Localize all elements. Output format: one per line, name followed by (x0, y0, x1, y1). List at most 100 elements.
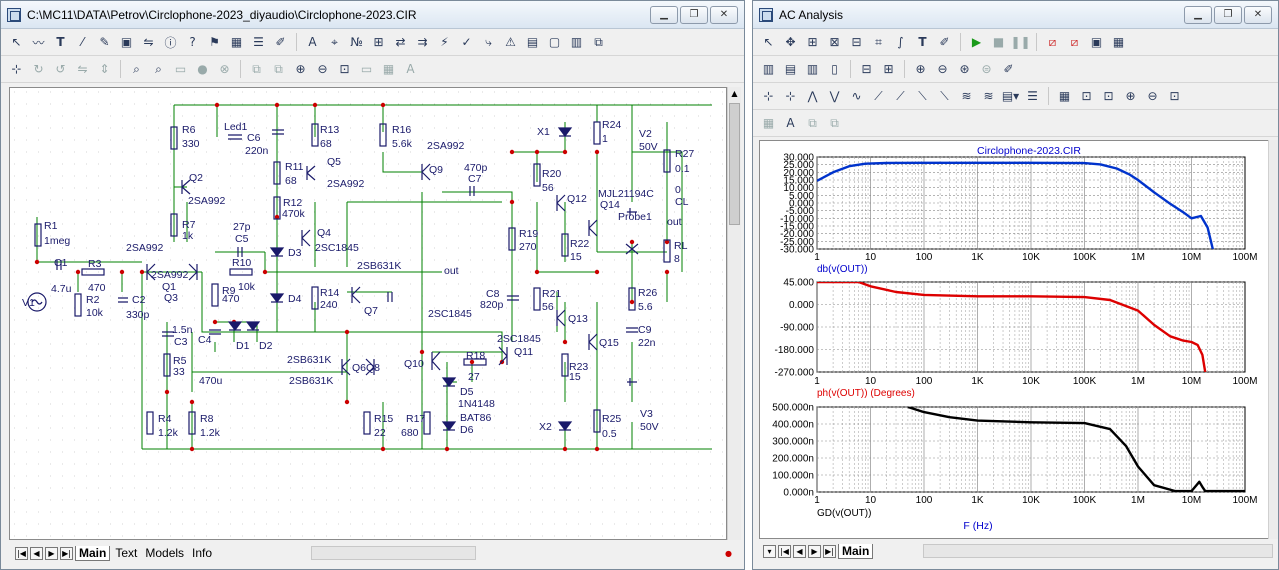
text-tool-icon[interactable]: A (308, 35, 317, 49)
pause-icon[interactable]: ❚❚ (1010, 35, 1031, 49)
low-icon[interactable]: ⋁ (829, 89, 840, 103)
pin-icon[interactable]: ⤷ (485, 34, 492, 49)
ac-next-page-icon[interactable]: ▶ (808, 544, 821, 558)
tracker-icon[interactable]: ≋ (961, 89, 972, 103)
schematic-titlebar[interactable]: C:\MC11\DATA\Petrov\Circlophone-2023_diy… (1, 1, 744, 29)
stop-icon[interactable]: ● (197, 62, 208, 76)
ac-last-page-icon[interactable]: ▶| (823, 544, 836, 558)
ac-page3-icon[interactable]: ▥ (806, 62, 819, 76)
tracker2-icon[interactable]: ≋ (983, 89, 994, 103)
ac-zoomin-icon[interactable]: ⊕ (1125, 89, 1136, 103)
ac-font-icon[interactable]: A (786, 116, 795, 130)
ac-scale2-icon[interactable]: ⊠ (829, 35, 840, 49)
slope4-icon[interactable]: ⟍ (940, 88, 949, 103)
inflection-icon[interactable]: ∿ (851, 89, 862, 103)
ac-scale-icon[interactable]: ⊞ (807, 35, 818, 49)
ac-titlebar[interactable]: AC Analysis ▁ ❐ ✕ (753, 1, 1278, 29)
text-icon[interactable]: T (56, 35, 65, 49)
ac-text-icon[interactable]: T (918, 35, 927, 49)
minimize-button[interactable]: ▁ (650, 5, 678, 24)
ac-zoom4-icon[interactable]: ⊜ (981, 62, 992, 76)
zoom-fit-icon[interactable]: ⊡ (339, 62, 350, 76)
slope-icon[interactable]: ⟋ (874, 88, 883, 103)
peak-icon[interactable]: ⊹ (763, 89, 774, 103)
ac-chart-icon[interactable]: ⧄ (1048, 34, 1057, 49)
page-icon[interactable]: ▢ (548, 35, 561, 49)
numbers-icon[interactable]: № (350, 35, 363, 49)
ac-paste-icon[interactable]: ⧉ (830, 115, 839, 130)
ac-grid-icon[interactable]: ▦ (762, 116, 775, 130)
next-page-icon[interactable]: ▶ (45, 546, 58, 560)
ac-pan-icon[interactable]: ✥ (785, 35, 796, 49)
ac-page-icon[interactable]: ▥ (762, 62, 775, 76)
zoom-out-icon[interactable]: ⊖ (317, 62, 328, 76)
ac-page4-icon[interactable]: ▯ (831, 62, 838, 76)
lightning-icon[interactable]: ⚡ (440, 35, 449, 49)
window-icon[interactable]: ⧉ (594, 34, 603, 49)
move-icon[interactable]: ⊹ (11, 62, 22, 76)
ac-props-icon[interactable]: ✐ (1003, 62, 1014, 76)
run-icon[interactable]: ▶ (971, 35, 982, 49)
schematic-drawing[interactable]: R6 330 Led1 C6 220n R13 68 R16 5.6k 2SA9… (10, 88, 727, 540)
ac-split2-icon[interactable]: ⊞ (883, 62, 894, 76)
schematic-canvas[interactable]: R6 330 Led1 C6 220n R13 68 R16 5.6k 2SA9… (9, 87, 727, 540)
cancel-icon[interactable]: ⊗ (219, 62, 230, 76)
ac-tab-main[interactable]: Main (838, 543, 874, 559)
valley-icon[interactable]: ⊹ (785, 89, 796, 103)
edit-icon[interactable]: ✐ (275, 35, 286, 49)
select-icon[interactable]: ↖ (11, 35, 22, 49)
ac-zoomfit-icon[interactable]: ⊡ (1169, 89, 1180, 103)
grid3-icon[interactable]: ▦ (382, 62, 395, 76)
scroll-thumb[interactable] (729, 103, 740, 225)
ac-clipboard-icon[interactable]: ▤▾ (1001, 89, 1020, 103)
ac-cursor-icon[interactable]: ⌗ (875, 34, 882, 49)
scroll-up-arrow[interactable]: ▲ (731, 89, 738, 98)
ac-split-icon[interactable]: ⊟ (861, 62, 872, 76)
ac-window2-icon[interactable]: ▦ (1112, 35, 1125, 49)
schematic-horizontal-scrollbar[interactable] (311, 546, 477, 560)
wire-icon[interactable]: 〰 (32, 35, 45, 50)
schematic-vertical-scrollbar[interactable]: ▲ (727, 87, 741, 540)
list-icon[interactable]: ☰ (253, 35, 264, 49)
ac-prev-page-icon[interactable]: ◀ (793, 544, 806, 558)
grid2-icon[interactable]: ▤ (526, 35, 539, 49)
first-page-icon[interactable]: |◀ (15, 546, 28, 560)
ac-copy-icon[interactable]: ⧉ (808, 115, 817, 130)
ac-maximize-button[interactable]: ❐ (1214, 5, 1242, 24)
maximize-button[interactable]: ❐ (680, 5, 708, 24)
high-icon[interactable]: ⋀ (807, 89, 818, 103)
ac-zoom2-icon[interactable]: ⊖ (937, 62, 948, 76)
ac-page2-icon[interactable]: ▤ (784, 62, 797, 76)
ac-zoomout-icon[interactable]: ⊖ (1147, 89, 1158, 103)
tab-info[interactable]: Info (192, 545, 213, 560)
ac-edit-icon[interactable]: ✐ (939, 35, 950, 49)
rotate2-icon[interactable]: ↺ (55, 62, 66, 76)
ac-first-page-icon[interactable]: |◀ (778, 544, 791, 558)
tab-main[interactable]: Main (75, 545, 111, 561)
copy-icon[interactable]: ⧉ (252, 61, 261, 76)
warning-icon[interactable]: ⚠ (505, 35, 516, 49)
last-page-icon[interactable]: ▶| (60, 546, 73, 560)
tab-text[interactable]: Text (115, 545, 138, 560)
ac-fit2-icon[interactable]: ⊡ (1103, 89, 1114, 103)
bus-icon[interactable]: ⇋ (143, 35, 154, 49)
page2-icon[interactable]: ▥ (570, 35, 583, 49)
find2-icon[interactable]: ⌕ (155, 61, 162, 76)
voltage-icon[interactable]: ⇄ (395, 35, 406, 49)
component-icon[interactable]: ▣ (120, 35, 133, 49)
stop-sim-icon[interactable]: ■ (992, 35, 1005, 49)
flag-icon[interactable]: ⚑ (209, 35, 220, 49)
info-icon[interactable]: ⓘ (164, 35, 177, 50)
find-icon[interactable]: ⌕ (133, 61, 140, 76)
mirror-icon[interactable]: ⇋ (77, 62, 88, 76)
node-icon[interactable]: ⌖ (331, 34, 338, 49)
ac-list-icon[interactable]: ☰ (1027, 89, 1038, 103)
ac-vertical-scrollbar[interactable] (1268, 140, 1278, 539)
current-icon[interactable]: ⇉ (417, 35, 428, 49)
slope2-icon[interactable]: ⟋ (896, 88, 905, 103)
ac-horizontal-scrollbar[interactable] (923, 544, 1273, 558)
font-icon[interactable]: A (406, 62, 415, 76)
print-icon[interactable]: ▭ (360, 62, 373, 76)
help-icon[interactable]: ? (189, 35, 196, 49)
